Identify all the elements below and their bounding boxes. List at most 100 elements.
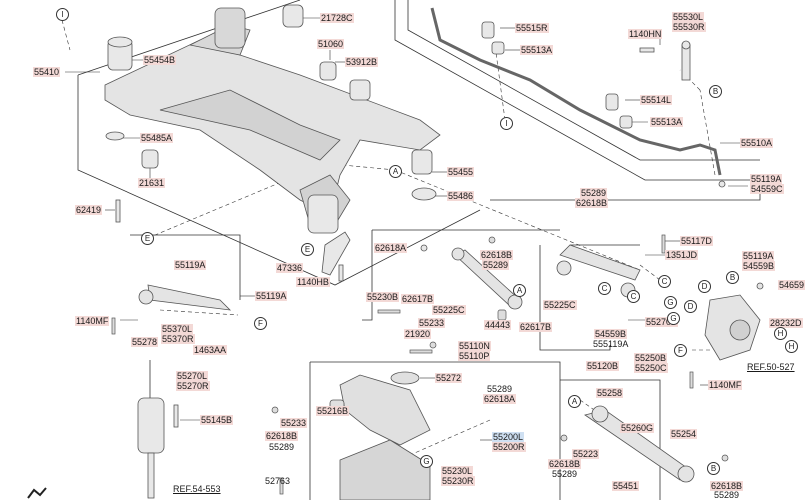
- reference-link[interactable]: REF.54-553: [173, 484, 221, 494]
- arm-bushing: [556, 260, 572, 276]
- part-label[interactable]: 55216B: [316, 406, 350, 416]
- part-label[interactable]: 62618B: [575, 198, 609, 208]
- part-label[interactable]: 55230R: [441, 476, 475, 486]
- link-55530: [681, 44, 691, 81]
- callout-circle: D: [698, 280, 711, 293]
- part-label[interactable]: 62618A: [483, 394, 517, 404]
- part-label[interactable]: 55289: [482, 260, 510, 270]
- part-label[interactable]: 54559B: [742, 261, 776, 271]
- part-label[interactable]: 21728C: [320, 13, 354, 23]
- part-label[interactable]: 55119A: [255, 291, 288, 301]
- part-label[interactable]: 55225C: [432, 305, 466, 315]
- part-label[interactable]: 55513A: [520, 45, 554, 55]
- part-label[interactable]: 55250B: [634, 353, 668, 363]
- part-label[interactable]: 51060: [317, 39, 345, 49]
- part-label[interactable]: 21920: [404, 329, 432, 339]
- part-label[interactable]: 55260G: [620, 423, 655, 433]
- part-label[interactable]: 62618B: [548, 459, 582, 469]
- part-label[interactable]: 55200L: [492, 432, 525, 442]
- bushing-55513a: [491, 41, 505, 55]
- callout-circle: B: [707, 462, 720, 475]
- knuckle-hub: [729, 319, 751, 341]
- reference-link[interactable]: REF.50-527: [747, 362, 795, 372]
- part-label[interactable]: 55120B: [586, 361, 620, 371]
- part-label[interactable]: 62419: [75, 205, 103, 215]
- part-label[interactable]: 1140MF: [75, 316, 110, 326]
- part-label[interactable]: 55117D: [680, 236, 713, 246]
- part-label[interactable]: 55514L: [640, 95, 673, 105]
- part-label[interactable]: 55278: [131, 337, 159, 347]
- part-label[interactable]: 53912B: [345, 57, 379, 67]
- part-label[interactable]: 55270R: [176, 381, 210, 391]
- callout-circle: E: [141, 232, 154, 245]
- part-label[interactable]: 55230L: [441, 466, 474, 476]
- washer-55486: [411, 187, 437, 201]
- subframe-web: [159, 89, 341, 161]
- part-label[interactable]: 55510A: [740, 138, 774, 148]
- part-label[interactable]: 55119A: [174, 260, 207, 270]
- part-label[interactable]: 55410: [33, 67, 61, 77]
- part-label[interactable]: 62618B: [480, 250, 514, 260]
- part-label[interactable]: 55230B: [366, 292, 400, 302]
- part-label[interactable]: 55530R: [672, 22, 706, 32]
- nut-62618b-4: [560, 434, 568, 442]
- corner-mark: [27, 487, 47, 499]
- part-label[interactable]: 54659: [778, 280, 806, 290]
- part-label[interactable]: 1351JD: [665, 250, 699, 260]
- part-label[interactable]: 55486: [447, 191, 475, 201]
- part-label[interactable]: 62617B: [519, 322, 553, 332]
- part-label[interactable]: 55110P: [458, 351, 491, 361]
- part-label[interactable]: 55289: [714, 490, 740, 500]
- part-label[interactable]: 28232D: [769, 318, 803, 328]
- part-label[interactable]: 55530L: [672, 12, 705, 22]
- part-label[interactable]: 55451: [612, 481, 640, 491]
- bolt-62419: [115, 199, 121, 223]
- part-label[interactable]: 55254: [670, 429, 698, 439]
- part-label[interactable]: 55110N: [458, 341, 491, 351]
- part-label[interactable]: 1140HN: [628, 29, 663, 39]
- part-label[interactable]: 55233: [418, 318, 446, 328]
- part-label[interactable]: 21631: [138, 178, 166, 188]
- part-label[interactable]: 55258: [596, 388, 624, 398]
- part-label[interactable]: 55515R: [515, 23, 549, 33]
- leader-line: [61, 19, 71, 51]
- part-label[interactable]: 54559B: [594, 329, 628, 339]
- part-label[interactable]: 55370L: [161, 324, 194, 334]
- part-label[interactable]: 1140MF: [708, 380, 743, 390]
- part-label[interactable]: 44443: [484, 320, 512, 330]
- part-label[interactable]: 55289: [580, 188, 608, 198]
- part-label[interactable]: 55145B: [200, 415, 234, 425]
- part-label[interactable]: 62618A: [374, 243, 408, 253]
- part-label[interactable]: 62618B: [265, 431, 299, 441]
- part-label[interactable]: 1463AA: [193, 345, 228, 355]
- part-label[interactable]: 52763: [265, 476, 291, 486]
- part-label[interactable]: 55289: [552, 469, 578, 479]
- part-label[interactable]: 55455: [447, 167, 475, 177]
- bushing-55455: [411, 149, 433, 175]
- part-label[interactable]: 55454B: [143, 55, 177, 65]
- part-label[interactable]: 47336: [276, 263, 304, 273]
- part-label[interactable]: 1140HB: [296, 277, 330, 287]
- part-label[interactable]: 55270F: [645, 317, 678, 327]
- part-label[interactable]: 55200R: [492, 442, 526, 452]
- part-label[interactable]: 55119A: [742, 251, 775, 261]
- part-label[interactable]: 55485A: [140, 133, 174, 143]
- part-label[interactable]: 555119A: [593, 339, 629, 349]
- part-label[interactable]: 62617B: [401, 294, 435, 304]
- leader-line: [147, 169, 311, 239]
- subframe-bushings: [105, 4, 437, 282]
- part-label[interactable]: 54559C: [750, 184, 784, 194]
- callout-circle: B: [709, 85, 722, 98]
- part-label[interactable]: 55223: [572, 449, 600, 459]
- part-label[interactable]: 55289: [487, 384, 513, 394]
- part-label[interactable]: 55289: [269, 442, 295, 452]
- part-label[interactable]: 55119A: [750, 174, 783, 184]
- part-label[interactable]: 55513A: [650, 117, 684, 127]
- part-label[interactable]: 55370R: [161, 334, 195, 344]
- part-label[interactable]: 55250C: [634, 363, 668, 373]
- part-label[interactable]: 55272: [435, 373, 463, 383]
- part-label[interactable]: 55270L: [176, 371, 209, 381]
- part-label[interactable]: 55233: [280, 418, 308, 428]
- part-label[interactable]: 62618B: [710, 481, 744, 491]
- part-label[interactable]: 55225C: [543, 300, 577, 310]
